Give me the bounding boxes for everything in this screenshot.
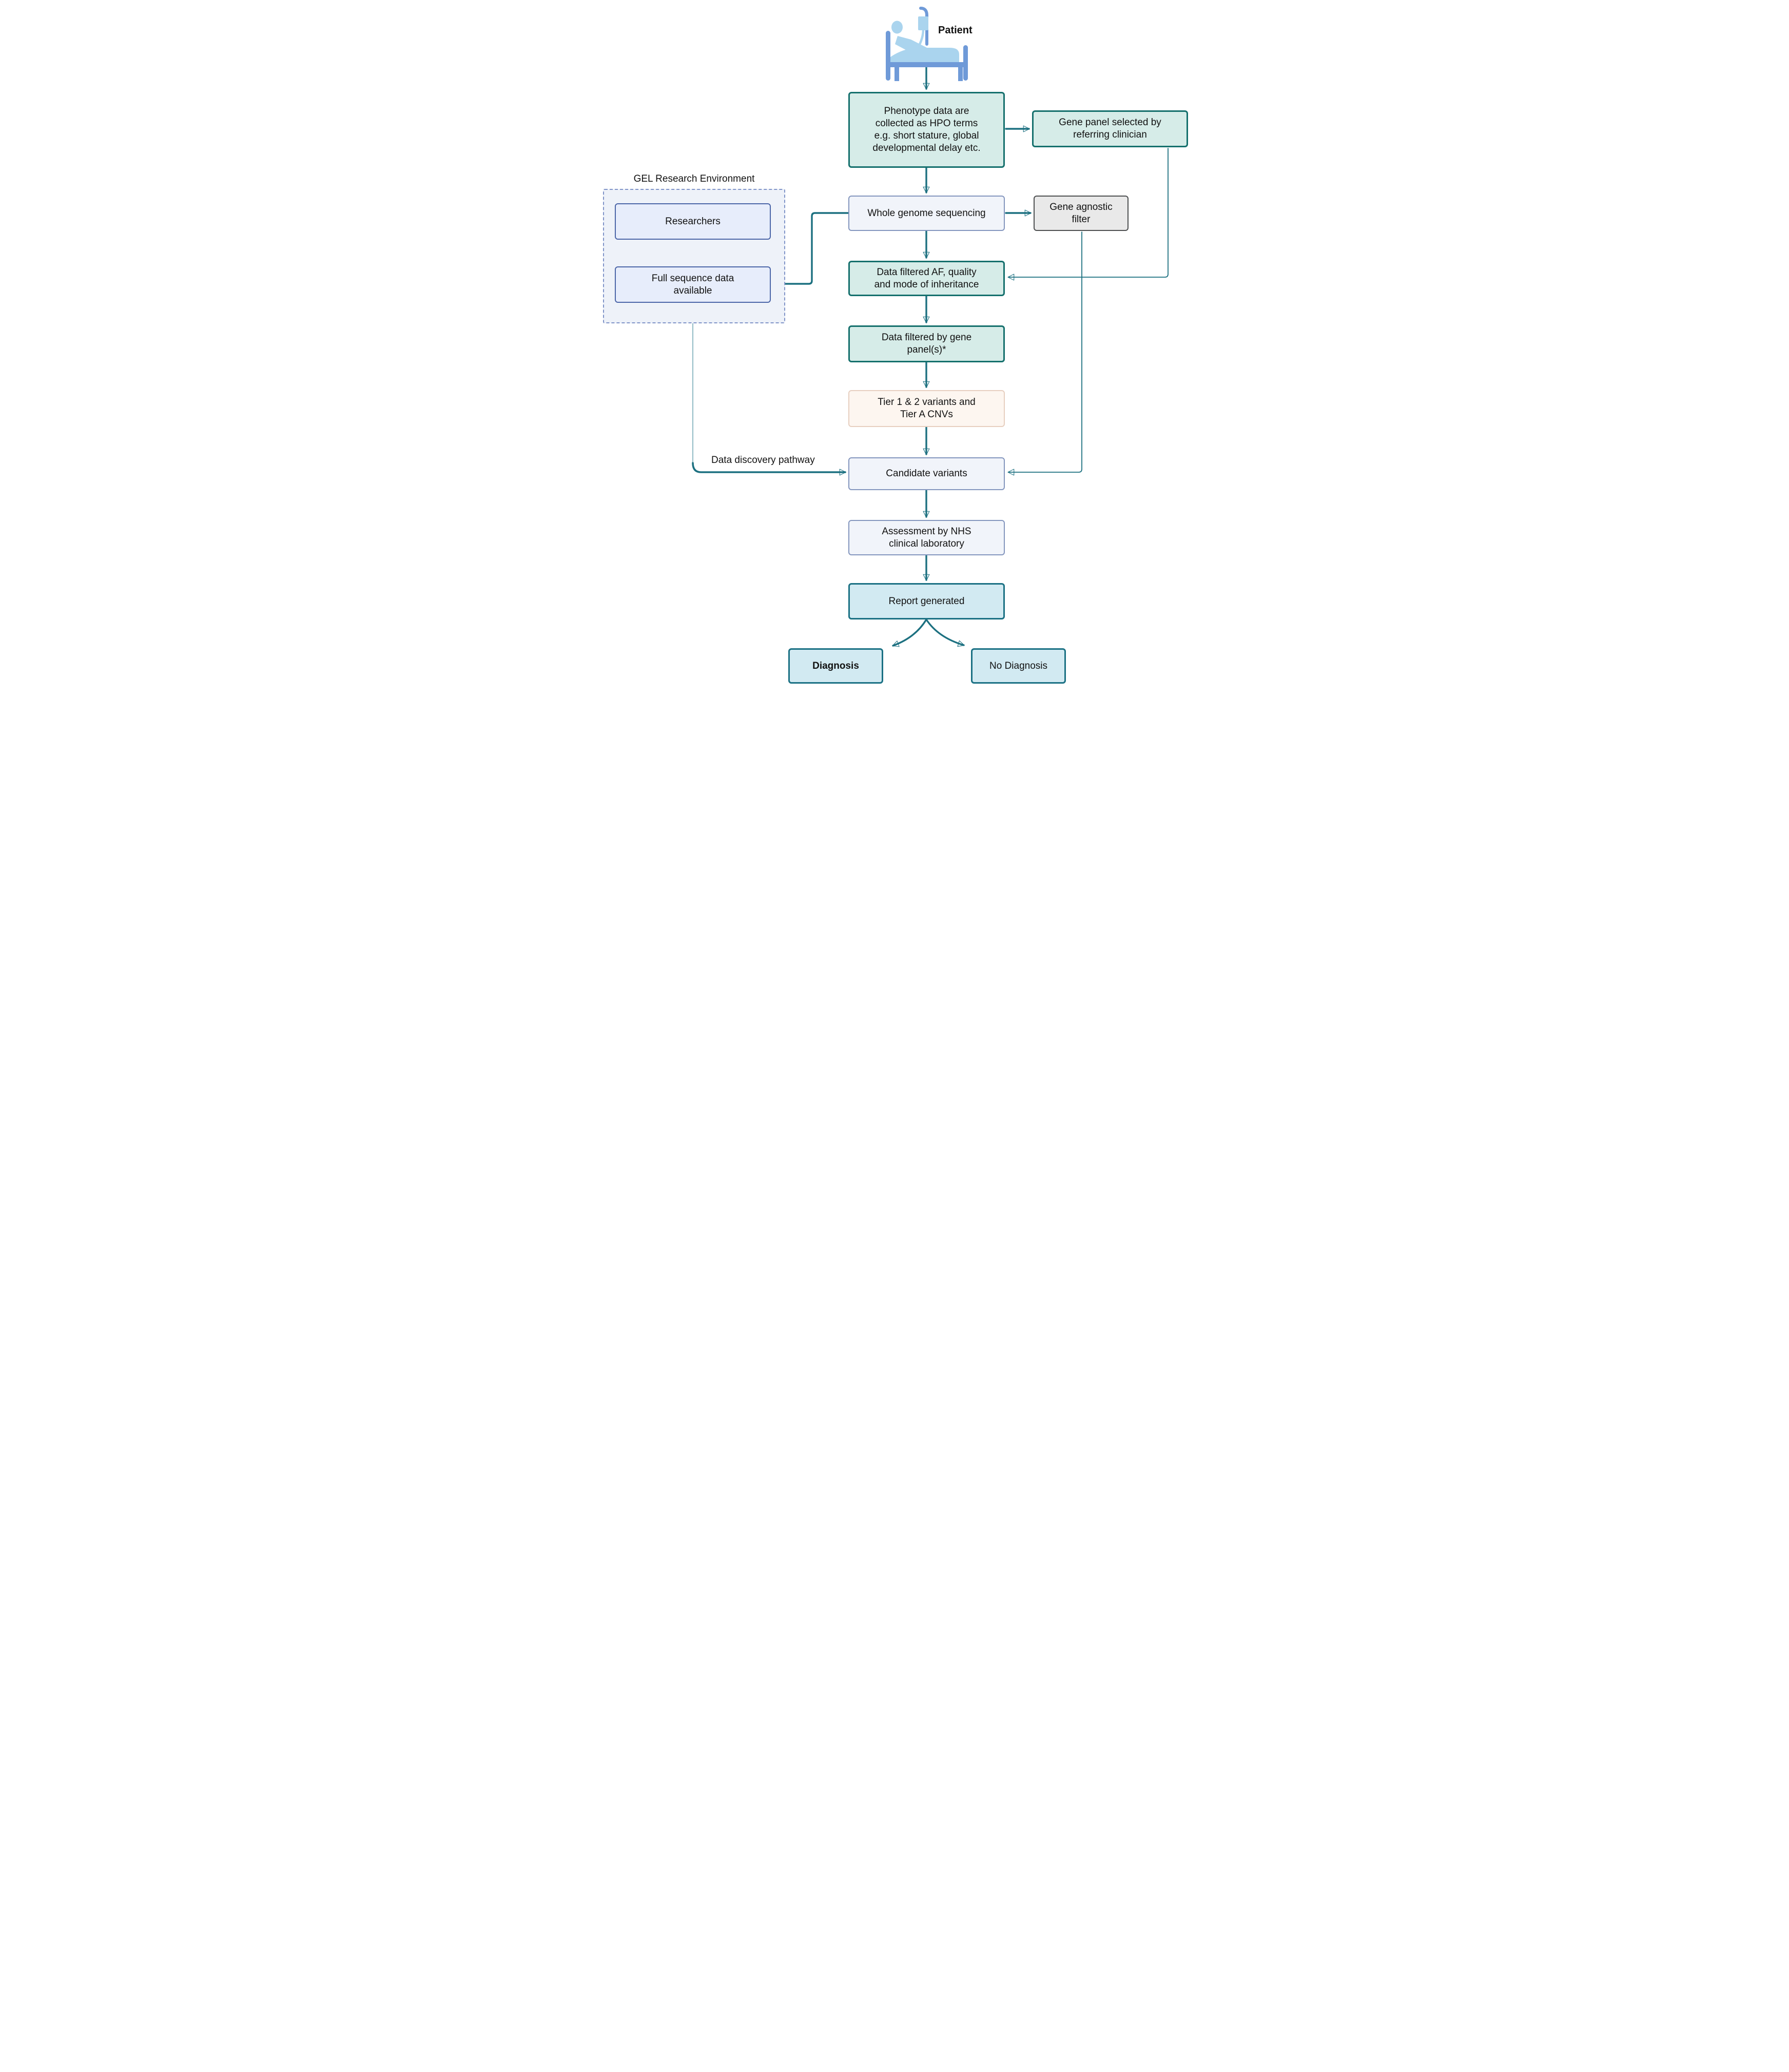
node-gene-panel-selected: Gene panel selected by referring clinici… xyxy=(1032,110,1188,147)
node-full-sequence-data: Full sequence data available xyxy=(615,266,771,303)
node-assessment-nhs-lab: Assessment by NHS clinical laboratory xyxy=(848,520,1005,555)
node-candidate-variants: Candidate variants xyxy=(848,457,1005,490)
flowchart-canvas: Patient GEL Research Environment Data di… xyxy=(596,0,1193,691)
node-diagnosis: Diagnosis xyxy=(788,648,883,684)
node-phenotype-data: Phenotype data are collected as HPO term… xyxy=(848,92,1005,168)
node-report-generated: Report generated xyxy=(848,583,1005,619)
arrow-gene-agnostic-to-candidate xyxy=(1007,231,1082,476)
arrow-wgs-to-full-sequence xyxy=(774,212,849,287)
node-no-diagnosis: No Diagnosis xyxy=(971,648,1066,684)
node-gene-agnostic-filter: Gene agnostic filter xyxy=(1034,196,1129,231)
patient-head xyxy=(891,21,903,34)
node-researchers: Researchers xyxy=(615,203,771,240)
blanket xyxy=(888,48,959,63)
node-whole-genome-sequencing: Whole genome sequencing xyxy=(848,196,1005,231)
arrow-report-to-no-diagnosis xyxy=(925,618,965,647)
data-discovery-pathway-label: Data discovery pathway xyxy=(711,455,815,466)
patient-label: Patient xyxy=(938,25,973,36)
node-tier-variants: Tier 1 & 2 variants and Tier A CNVs xyxy=(848,390,1005,427)
arrow-report-to-diagnosis xyxy=(892,618,927,647)
gel-environment-label: GEL Research Environment xyxy=(633,173,755,184)
node-data-filtered-gene-panel: Data filtered by gene panel(s)* xyxy=(848,325,1005,362)
node-data-filtered-af: Data filtered AF, quality and mode of in… xyxy=(848,261,1005,296)
iv-bag xyxy=(918,16,928,30)
patient-bed-icon xyxy=(886,7,968,81)
